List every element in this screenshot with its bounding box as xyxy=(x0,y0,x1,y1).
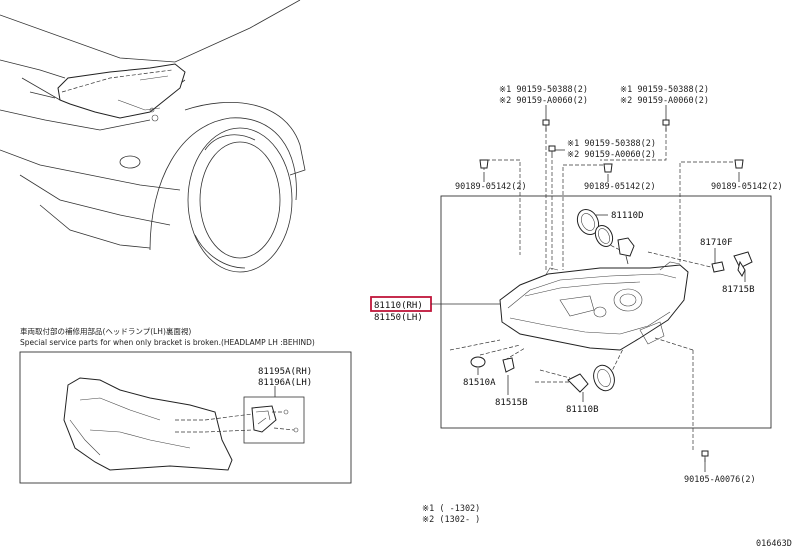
diagram-id: 016463D xyxy=(756,539,792,549)
bolt-a xyxy=(542,119,550,131)
side-bulb-callout: 81715B xyxy=(722,285,755,295)
lamp-cover xyxy=(576,208,635,265)
clip-left-callout: 90189-05142(2) xyxy=(455,182,527,192)
small-bulb xyxy=(502,357,515,373)
footnote-1: ※1 ( -1302) xyxy=(422,504,480,514)
leader-lines xyxy=(431,105,746,472)
bracket-box xyxy=(204,386,305,444)
bolt-b-callout-2: ※2 90159-A0060(2) xyxy=(620,96,709,106)
clip-right-callout: 90189-05142(2) xyxy=(711,182,783,192)
bolt-b xyxy=(662,119,670,131)
headlamp-rh-callout: 81110(RH) xyxy=(374,301,423,311)
service-note-line1: 車両取付部の補修用部品(ヘッドランプ(LH)裏面視) xyxy=(20,326,191,336)
bracket-rh-callout: 81195A(RH) xyxy=(258,367,312,377)
bolt-c-callout-2: ※2 90159-A0060(2) xyxy=(567,150,656,160)
main-bulb-callout: 81110B xyxy=(566,405,599,415)
socket-callout: 81710F xyxy=(700,238,733,248)
service-part-frame xyxy=(19,351,352,484)
clip-right xyxy=(734,159,744,169)
bottom-screw-callout: 90105-A0076(2) xyxy=(684,475,756,485)
side-socket xyxy=(711,261,725,273)
headlamp-back-view xyxy=(63,377,233,471)
clip-mid xyxy=(603,163,613,173)
bottom-screw xyxy=(701,450,709,462)
service-note-line2: Special service parts for when only brac… xyxy=(20,338,315,347)
bolt-b-callout-1: ※1 90159-50388(2) xyxy=(620,85,709,95)
main-bulb xyxy=(567,364,615,393)
exploded-view-frame xyxy=(440,195,772,429)
car-front-illustration xyxy=(0,0,306,273)
bolt-c-callout-1: ※1 90159-50388(2) xyxy=(567,139,656,149)
clip-mid-callout: 90189-05142(2) xyxy=(584,182,656,192)
footnote-2: ※2 (1302- ) xyxy=(422,515,480,525)
cap xyxy=(470,356,486,368)
headlamp-assembly xyxy=(499,261,689,351)
cap-callout: 81510A xyxy=(463,378,496,388)
side-bulb xyxy=(733,251,753,277)
bracket-lh-callout: 81196A(LH) xyxy=(258,378,312,388)
small-bulb-callout: 81515B xyxy=(495,398,528,408)
cover-callout: 81110D xyxy=(611,211,644,221)
bolt-c xyxy=(548,145,556,158)
bolt-a-callout-1: ※1 90159-50388(2) xyxy=(499,85,588,95)
clip-left xyxy=(479,159,489,169)
headlamp-lh-callout: 81150(LH) xyxy=(374,313,423,323)
bolt-a-callout-2: ※2 90159-A0060(2) xyxy=(499,96,588,106)
